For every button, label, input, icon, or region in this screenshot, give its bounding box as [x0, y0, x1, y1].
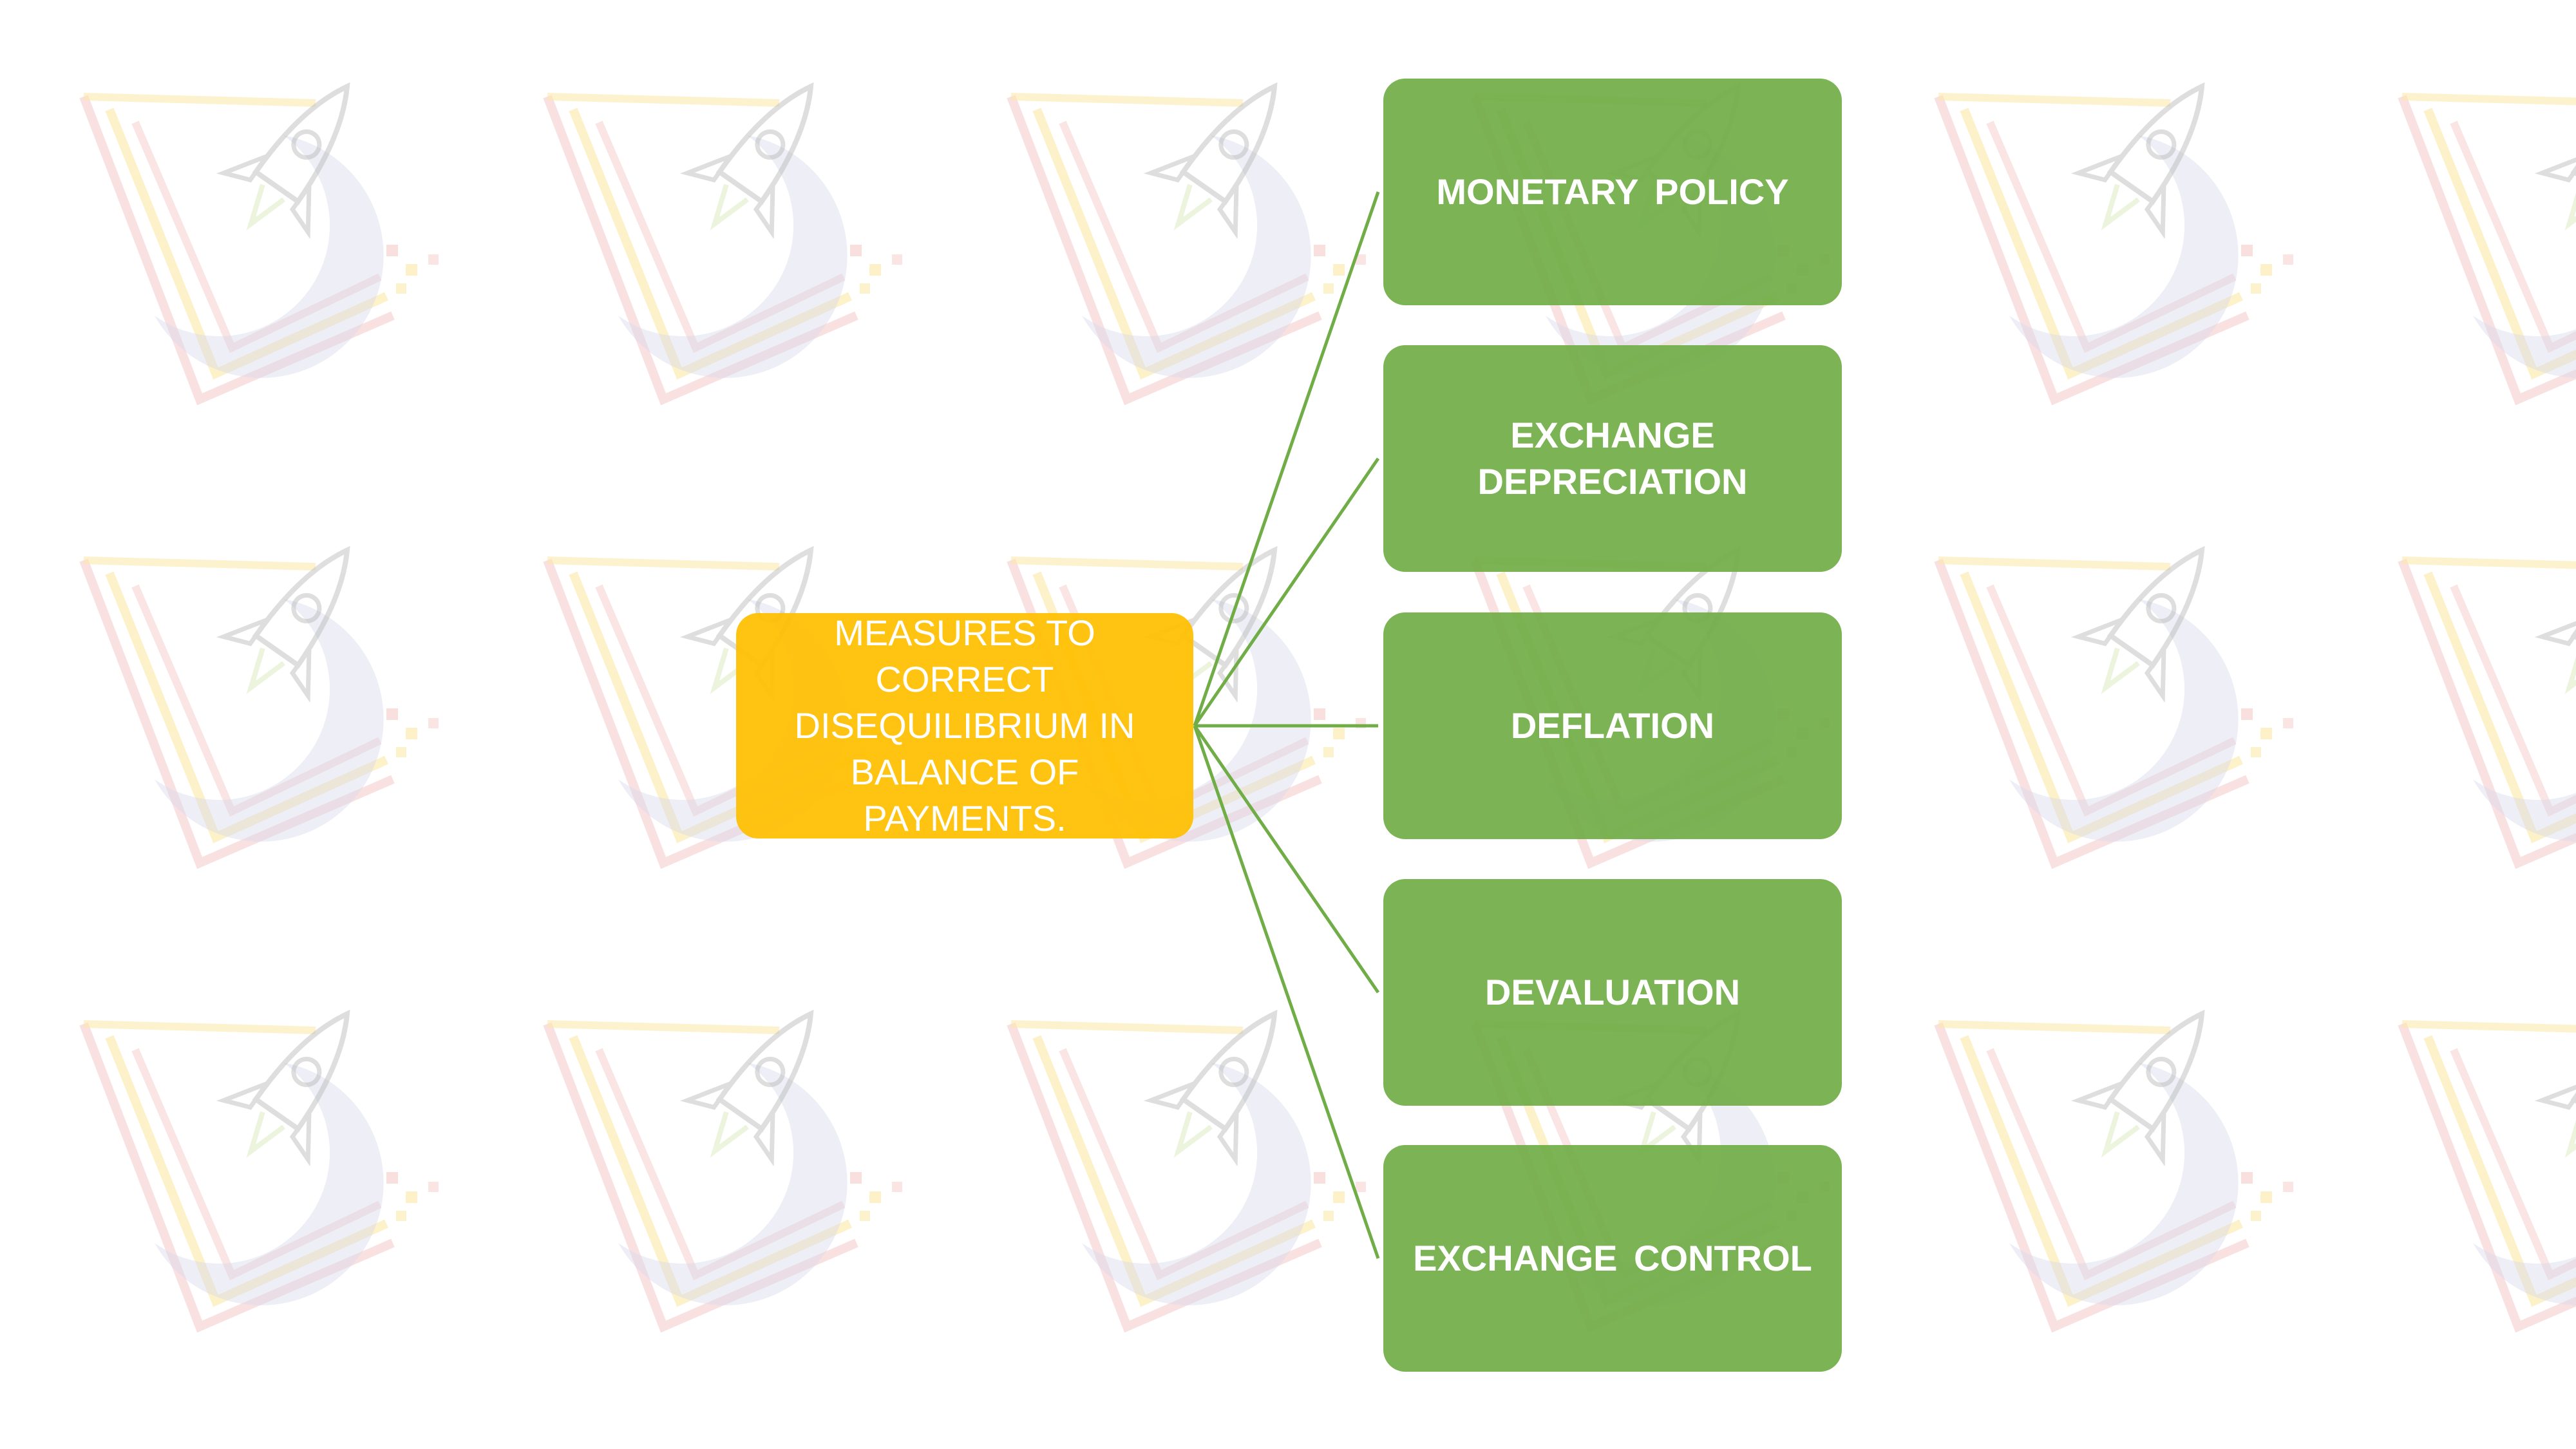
connector-0	[1193, 191, 1380, 726]
connector-3	[1193, 724, 1380, 994]
connector-1	[1193, 457, 1380, 727]
child-node-deflation: DEFLATION	[1383, 612, 1842, 839]
child-node-exchange-depreciation: EXCHANGE DEPRECIATION	[1383, 345, 1842, 572]
child-node-exchange-control: EXCHANGE CONTROL	[1383, 1145, 1842, 1372]
root-node-label: MEASURES TO CORRECT DISEQUILIBRIUM IN BA…	[794, 612, 1135, 838]
child-node-monetary-policy: MONETARY POLICY	[1383, 79, 1842, 305]
connector-4	[1193, 725, 1380, 1259]
child-node-label: MONETARY POLICY	[1436, 171, 1789, 212]
child-node-label: EXCHANGE DEPRECIATION	[1477, 415, 1748, 502]
child-node-label: DEVALUATION	[1484, 972, 1741, 1012]
root-node: MEASURES TO CORRECT DISEQUILIBRIUM IN BA…	[736, 612, 1193, 838]
child-node-label: DEFLATION	[1510, 705, 1715, 746]
child-node-devaluation: DEVALUATION	[1383, 879, 1842, 1106]
child-node-label: EXCHANGE CONTROL	[1413, 1238, 1812, 1278]
